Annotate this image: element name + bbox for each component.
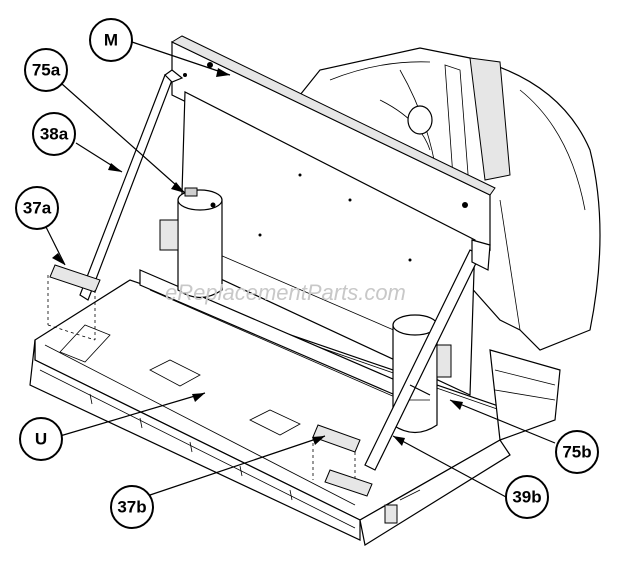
callout-label-38a: 38a bbox=[40, 125, 69, 144]
watermark-text: eReplacementParts.com bbox=[165, 280, 406, 305]
callout-75b: 75b bbox=[555, 430, 599, 474]
callout-37b: 37b bbox=[110, 485, 154, 529]
callout-label-39b: 39b bbox=[512, 488, 541, 507]
callout-75a: 75a bbox=[24, 48, 68, 92]
compressor-left bbox=[159, 187, 223, 299]
side-panel bbox=[489, 349, 561, 441]
callout-label-37a: 37a bbox=[23, 199, 52, 218]
callout-label-75a: 75a bbox=[32, 61, 61, 80]
callout-label-37b: 37b bbox=[117, 498, 146, 517]
brace-38a bbox=[79, 69, 184, 301]
callout-38a: 38a bbox=[32, 112, 76, 156]
callout-M: M bbox=[89, 18, 133, 62]
callout-label-M: M bbox=[104, 31, 118, 50]
leader-lines bbox=[44, 41, 556, 498]
bracket-37a bbox=[47, 264, 101, 341]
callout-37a: 37a bbox=[15, 186, 59, 230]
callout-label-U: U bbox=[35, 430, 47, 449]
callout-label-75b: 75b bbox=[562, 443, 591, 462]
brace-39b bbox=[364, 239, 491, 471]
callout-39b: 39b bbox=[505, 475, 549, 519]
callout-U: U bbox=[19, 417, 63, 461]
base-pan bbox=[29, 279, 511, 546]
front-bracket bbox=[324, 469, 373, 497]
